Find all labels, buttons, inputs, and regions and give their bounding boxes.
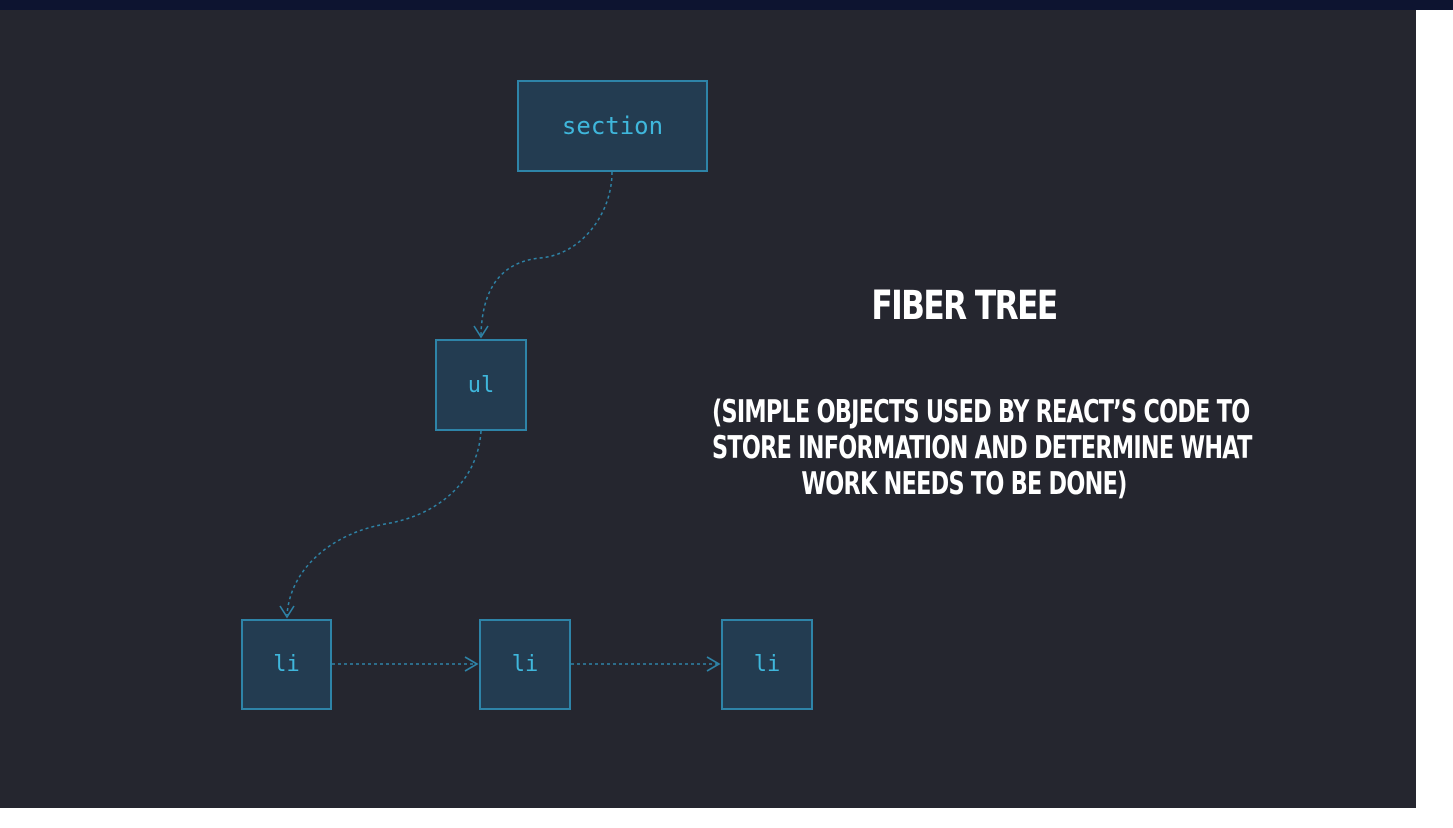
fiber-tree-slide: section ul li li li FIBER TREE (SIMPLE O…	[0, 10, 1416, 808]
connectors	[279, 171, 721, 672]
arrowhead-ul	[473, 325, 489, 339]
arrowhead-li-1	[279, 605, 295, 619]
arrowhead-li-2	[464, 656, 479, 672]
subtitle-line-3: WORK NEEDS TO BE DONE)	[801, 466, 1127, 502]
top-bar	[0, 0, 1453, 10]
arrowhead-li-3	[706, 656, 721, 672]
subtitle-line-1: (SIMPLE OBJECTS USED BY REACT’S CODE TO	[712, 394, 1250, 430]
node-li-3: li	[721, 619, 813, 710]
node-ul: ul	[435, 339, 527, 431]
diagram-subtitle: (SIMPLE OBJECTS USED BY REACT’S CODE TO …	[712, 394, 1252, 502]
subtitle-line-2: STORE INFORMATION AND DETERMINE WHAT	[712, 430, 1252, 466]
node-li-1: li	[241, 619, 332, 710]
node-section: section	[517, 80, 708, 172]
node-li-2: li	[479, 619, 571, 710]
diagram-title: FIBER TREE	[871, 283, 1058, 329]
edge-ul-to-li-1	[286, 430, 482, 616]
edge-section-to-ul	[480, 171, 613, 336]
